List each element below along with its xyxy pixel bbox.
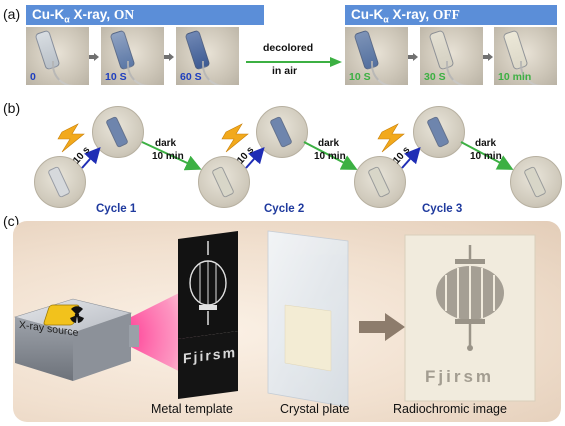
sample-photo (198, 156, 250, 208)
header-on-sub: α (64, 14, 70, 25)
decolor-arrow-icon (246, 57, 342, 67)
arrow-right-icon (483, 53, 493, 61)
photo-off-0: 10 S (345, 27, 408, 85)
dark-arrow-3 (460, 141, 514, 170)
photo-off-2-label: 10 min (498, 71, 532, 83)
header-off-state: OFF (432, 7, 460, 22)
metal-template (178, 231, 238, 399)
dark-label-1-line1: dark (155, 138, 177, 149)
xray-on-header: Cu-Kα X-ray, ON (26, 5, 264, 25)
irradiate-arrow-3 (401, 147, 421, 169)
photo-off-0-label: 10 S (349, 71, 371, 83)
sample-photo (354, 156, 406, 208)
header-off-suffix: X-ray, (388, 7, 433, 22)
arrow-right-icon (89, 53, 99, 61)
radiochromic-image (404, 234, 536, 402)
decolored-label-line2: in air (272, 65, 298, 77)
header-on-suffix: X-ray, (69, 7, 114, 22)
sample-photo (256, 106, 308, 158)
sample-photo (413, 106, 465, 158)
sample-photo (34, 156, 86, 208)
plate-caption: Crystal plate (280, 402, 350, 416)
irradiation-arrows (57, 123, 514, 171)
lightning-icon (57, 123, 85, 153)
header-on-prefix: Cu-K (32, 7, 65, 22)
cycle-1-label: Cycle 1 (96, 203, 137, 215)
photo-on-1: 10 S (101, 27, 164, 85)
decolored-label-line1: decolored (263, 42, 314, 54)
dark-arrow-2 (303, 141, 358, 170)
panel-a-label: (a) (3, 6, 21, 22)
photo-off-1: 30 S (420, 27, 483, 85)
photo-on-0: 0 (26, 27, 89, 85)
photo-on-0-label: 0 (30, 71, 36, 83)
irradiate-arrow-2 (245, 147, 265, 169)
image-caption: Radiochromic image (393, 402, 507, 416)
xray-off-header: Cu-Kα X-ray, OFF (345, 5, 557, 25)
lightning-icon (377, 123, 405, 153)
sample-photo (510, 156, 562, 208)
crystal-sample (284, 304, 332, 372)
dark-label-2-line1: dark (318, 138, 340, 149)
template-caption: Metal template (151, 402, 233, 416)
photo-on-2-label: 60 S (180, 71, 202, 83)
cycle-3-label: Cycle 3 (422, 203, 463, 215)
dark-label-2-line2: 10 min (314, 151, 346, 162)
arrow-right-icon (164, 53, 174, 61)
irradiate-arrow-1 (81, 147, 101, 169)
arrow-right-icon (408, 53, 418, 61)
schematic-panel: X-ray source Fjirsm Fjirsm Metal templat… (13, 221, 561, 422)
dark-arrow-1 (141, 141, 202, 171)
photo-off-1-label: 30 S (424, 71, 446, 83)
radiation-icon (43, 304, 84, 326)
dark-label-3-line1: dark (475, 138, 497, 149)
photo-off-2: 10 min (494, 27, 557, 85)
result-arrow-icon (359, 313, 405, 341)
sample-photo (92, 106, 144, 158)
photo-on-2: 60 S (176, 27, 239, 85)
photo-on-1-label: 10 S (105, 71, 127, 83)
header-off-sub: α (383, 14, 389, 25)
panel-b-label: (b) (3, 100, 21, 116)
schematic-illustration (13, 230, 536, 408)
header-on-state: ON (113, 7, 135, 22)
cycle-2-label: Cycle 2 (264, 203, 305, 215)
header-off-prefix: Cu-K (351, 7, 384, 22)
dark-label-3-line2: 10 min (470, 151, 502, 162)
panel-c-label: (c) (3, 213, 20, 229)
lightning-icon (221, 123, 249, 153)
dark-label-1-line2: 10 min (152, 151, 184, 162)
image-text: Fjirsm (425, 367, 495, 386)
